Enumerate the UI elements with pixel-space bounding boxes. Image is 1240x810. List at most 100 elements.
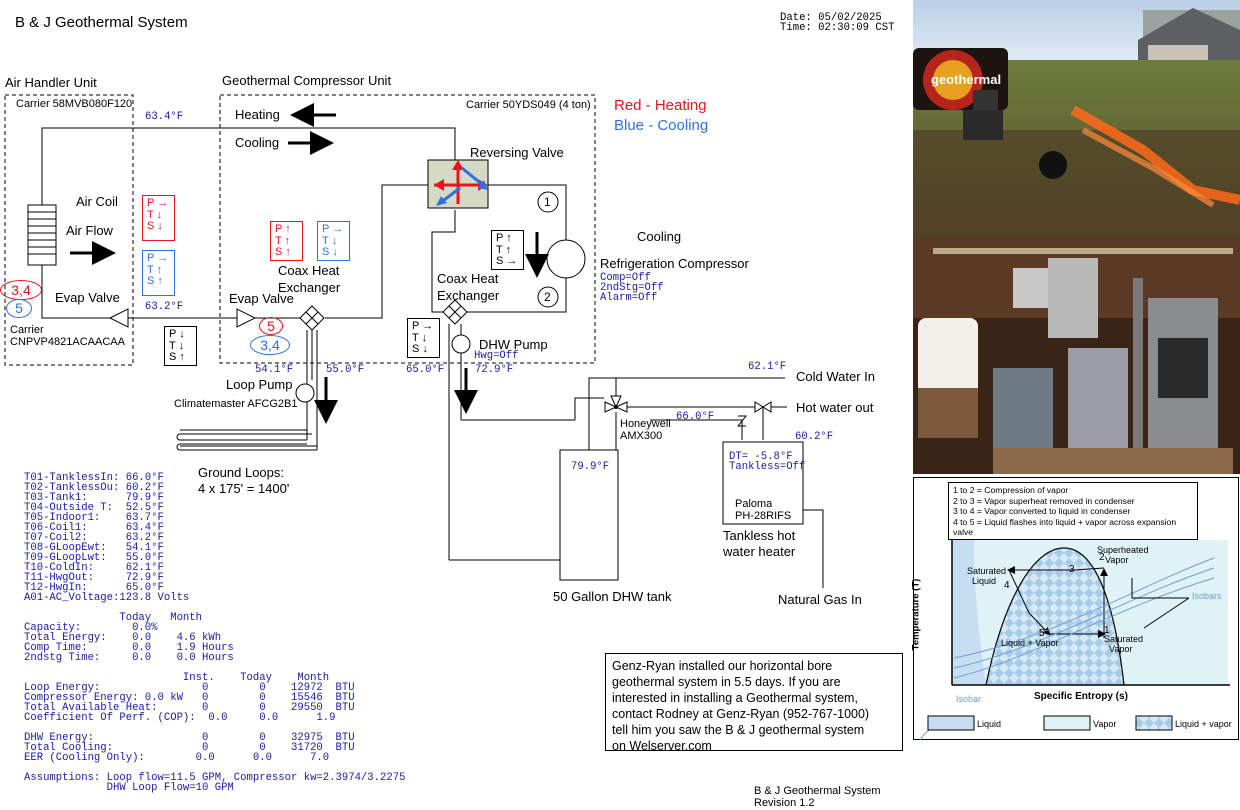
ts-legend-mix: Liquid + vapor [1175, 719, 1232, 729]
info-line: geothermal system in 5.5 days. If you ar… [612, 675, 841, 689]
ts-diagram-panel: 1 to 2 = Compression of vapor 2 to 3 = V… [910, 477, 1239, 741]
air-flow-label: Air Flow [66, 223, 113, 238]
ts-isobars-label: Isobars [1192, 591, 1222, 601]
energy-row: EER (Cooling Only): 0.0 0.0 7.0 [24, 752, 330, 764]
legend-cooling: Blue - Cooling [614, 117, 709, 134]
ts-step: 3 to 4 = Vapor converted to liquid in co… [953, 506, 1131, 516]
ts-diagram-chart [919, 540, 1230, 741]
runtime-row: Comp Time: 0.0 1.9 Hours [24, 642, 234, 654]
sensor-row: T05-Indoor1: 63.7°F [24, 512, 164, 524]
ts-step: 1 to 2 = Compression of vapor [953, 485, 1069, 495]
ts-point-3: 3 [1069, 564, 1075, 575]
pts-box-coil-cooling: P → T ↑ S ↑ [142, 250, 175, 296]
ts-isobar-legend: Isobar [956, 694, 982, 704]
ts-superheated-line2: Vapor [1105, 555, 1129, 565]
runtime-row: Total Energy: 0.0 4.6 kWh [24, 632, 222, 644]
ground-loops-line1: Ground Loops: [198, 465, 285, 480]
coax-exchanger-2-icon [442, 299, 468, 325]
energy-row: DHW Energy: 0 0 32975 BTU [24, 732, 355, 744]
ts-step: 2 to 3 = Vapor superheat removed in cond… [953, 495, 1135, 506]
pts-box-hwg: P → T ↓ S ↓ [407, 318, 440, 358]
evap-valve-right-icon [236, 308, 257, 328]
temp-coil-bottom: 63.2°F [145, 301, 184, 313]
coax2-label-line2: Exchanger [437, 288, 500, 303]
hwg-status: Hwg=Off [474, 350, 519, 362]
ts-saturated-vapor-line1: Saturated [1104, 634, 1144, 644]
node-2: 2 [544, 290, 551, 304]
sensor-row: T08-GLoopEwt: 54.1°F [24, 542, 164, 554]
coax1-label-line2: Exchanger [278, 280, 341, 295]
pts-box-coax-heating: P ↑ T ↑ S ↑ [270, 221, 303, 261]
coax2-label-line1: Coax Heat [437, 271, 499, 286]
temp-tankless-out: 60.2°F [795, 431, 834, 443]
equipment-photo-art [913, 238, 1240, 474]
sensor-row: T03-Tank1: 79.9°F [24, 492, 164, 504]
compressor-badge-blue: 3,4 [250, 335, 290, 355]
reversing-valve-icon [427, 159, 489, 209]
temp-cold-in: 62.1°F [748, 361, 787, 373]
dt-status: DT= -5.8°F [729, 451, 793, 463]
sensor-row: T09-GLoopLwt: 55.0°F [24, 552, 164, 564]
ts-point-4: 4 [1004, 580, 1010, 591]
loop-pump-label: Loop Pump [226, 377, 293, 392]
ts-xlabel: Specific Entropy (s) [1034, 691, 1128, 702]
energy-row: DHW Loop Flow=10 GPM [24, 782, 234, 794]
loop-pump-model: Climatemaster AFCG2B1 [174, 398, 298, 410]
equipment-photo [913, 238, 1240, 474]
temp-tankless-in: 66.0°F [676, 411, 715, 423]
ts-step: 4 to 5 = Liquid flashes into liquid + va… [953, 516, 1177, 538]
sensor-row: T07-Coil2: 63.2°F [24, 532, 164, 544]
evap-valve-left-icon [108, 308, 129, 328]
heater-model-line2: PH-28RIFS [735, 510, 792, 522]
mixing-valve-line1: Honeywell [620, 418, 671, 430]
temp-loop-ewt: 54.1°F [255, 364, 294, 376]
pts-box-evap: P ↓ T ↓ S ↑ [164, 326, 197, 366]
pts-box-coax-cooling: P → T ↓ S ↓ [317, 221, 350, 261]
temp-loop-lwt: 55.0°F [326, 364, 365, 376]
loop-pump-icon [295, 383, 315, 403]
air-handler-badge-blue: 5 [6, 299, 32, 318]
evap-valve-left-label: Evap Valve [55, 290, 120, 305]
tankless-heater-icon [722, 441, 804, 525]
info-line: interested in installing a Geothermal sy… [612, 691, 858, 705]
ts-saturated-liquid-line1: Saturated [967, 566, 1007, 576]
compressor-unit-model: Carrier 50YDS049 (4 ton) [466, 99, 591, 111]
runtime-row: 2ndstg Time: 0.0 0.0 Hours [24, 652, 234, 664]
ts-ylabel: Temperature (T) [910, 578, 922, 651]
mixing-valve-line2: AMX300 [620, 430, 663, 442]
heating-label: Heating [235, 107, 280, 122]
natural-gas-label: Natural Gas In [778, 592, 862, 607]
footer-title: B & J Geothermal System [754, 785, 881, 797]
dhw-tank-icon [559, 449, 619, 581]
dhw-tank-label: 50 Gallon DHW tank [553, 589, 672, 604]
legend-heating: Red - Heating [614, 97, 707, 114]
sensor-row: A01-AC_Voltage:123.8 Volts [24, 592, 190, 604]
ts-saturated-liquid-line2: Liquid [972, 576, 997, 586]
mixing-valve-icon [604, 395, 628, 413]
temp-coil-top: 63.4°F [145, 111, 184, 123]
air-handler-model: Carrier 58MVB080F120 [16, 98, 133, 110]
info-line: tell him you saw the B & J geothermal sy… [612, 723, 865, 737]
alarm-status: Alarm=Off [600, 292, 658, 304]
temp-tank: 79.9°F [571, 461, 610, 473]
air-handler-box [4, 94, 134, 366]
truck-logo-text: geothermal [931, 72, 1001, 87]
temp-hwg-in: 65.0°F [406, 364, 445, 376]
sensor-row: T04-Outside T: 52.5°F [24, 502, 164, 514]
air-coil-icon [27, 204, 57, 266]
heater-label-line1: Tankless hot [723, 528, 796, 543]
coax1-label-line1: Coax Heat [278, 263, 340, 278]
sensor-row: T12-HwgIn: 65.0°F [24, 582, 164, 594]
cooling-label: Cooling [235, 135, 280, 150]
ts-legend-vapor: Vapor [1093, 719, 1117, 729]
operating-mode: Cooling [637, 229, 682, 244]
ts-superheated-line1: Superheated [1097, 545, 1149, 555]
coax-exchanger-1-icon [299, 305, 325, 331]
ts-legend-liquid: Liquid [977, 719, 1002, 729]
page-title: B & J Geothermal System [15, 14, 188, 31]
ts-point-5: 5 [1039, 628, 1045, 639]
dhw-pump-icon [451, 334, 471, 354]
sensor-row: T11-HwgOut: 72.9°F [24, 572, 164, 584]
